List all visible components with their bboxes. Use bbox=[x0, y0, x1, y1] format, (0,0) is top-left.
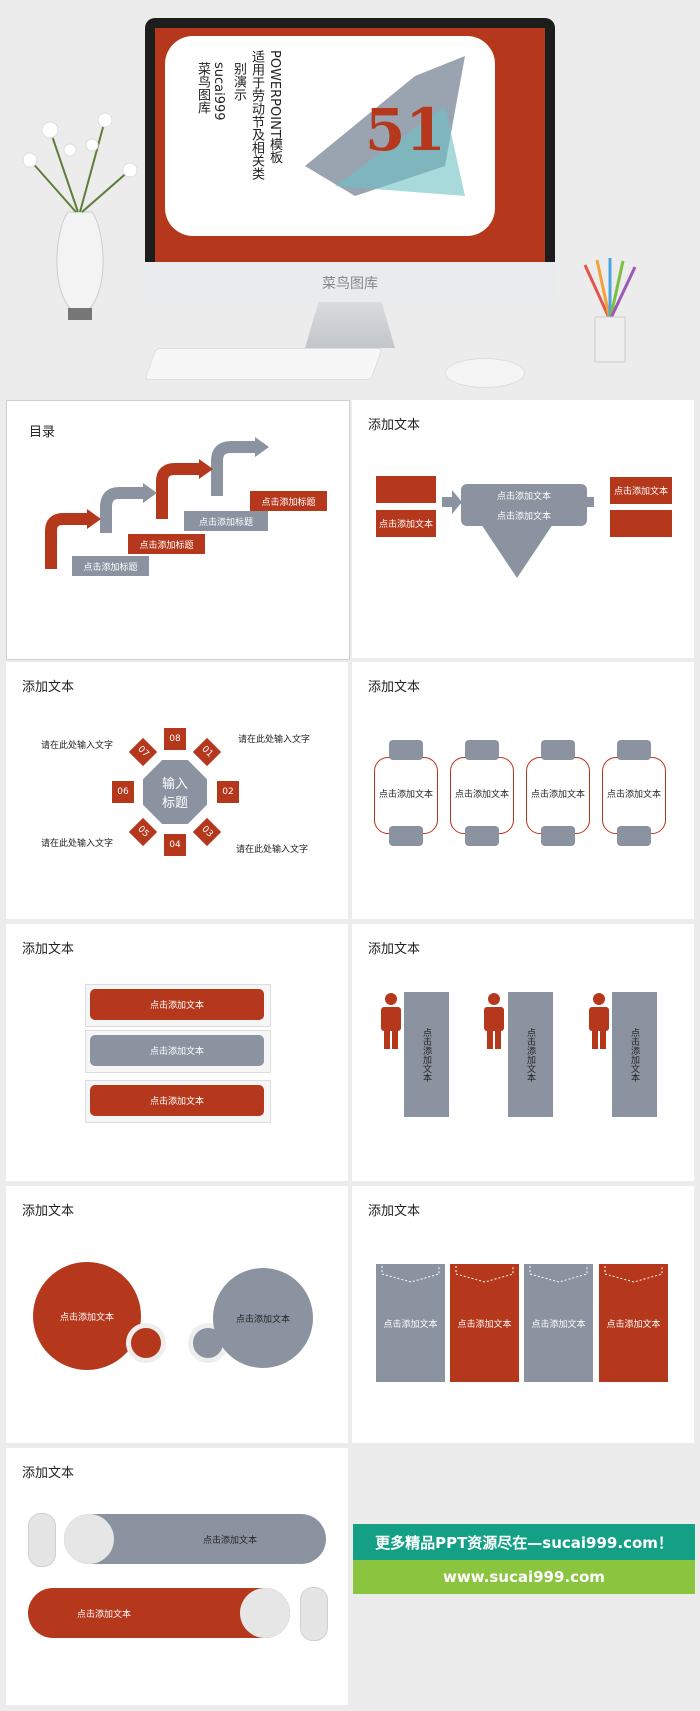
octagon-center bbox=[143, 760, 207, 824]
note-text: 请在此处输入文字 bbox=[236, 845, 309, 855]
person-icons bbox=[381, 993, 609, 1049]
slide-toc: 目录 点击添加标题 点击添加标题 点击添加标题 点击添加标题 bbox=[6, 400, 350, 660]
pencil-cup-image bbox=[575, 255, 645, 375]
monitor-brand: 菜鸟图库 bbox=[322, 276, 378, 292]
vase-image bbox=[10, 90, 150, 360]
toc-item[interactable]: 点击添加标题 bbox=[128, 534, 205, 554]
octagon-number: 08 bbox=[164, 728, 186, 750]
card-label[interactable]: 点击添加文本 bbox=[606, 790, 661, 800]
poster-card: POWERPOINT模板 适用于劳动节及相关类 别演示 sucai999 菜鸟图… bbox=[165, 36, 495, 236]
pocket-stitches bbox=[381, 1266, 663, 1283]
slide-3: 添加文本 请在此处输入文字 请在此处输入文字 请在此处输入文字 请在此处输入文字… bbox=[6, 662, 348, 919]
card-label[interactable]: 点击添加文本 bbox=[530, 790, 585, 800]
octagon-title[interactable]: 输入 标题 bbox=[161, 777, 188, 811]
monitor-screen: POWERPOINT模板 适用于劳动节及相关类 别演示 sucai999 菜鸟图… bbox=[155, 28, 545, 264]
poster-title: POWERPOINT模板 bbox=[267, 50, 282, 164]
column-item[interactable]: 点击添加文本 bbox=[404, 992, 449, 1117]
poster-subtitle: 适用于劳动节及相关类 bbox=[249, 50, 264, 180]
pill-knob bbox=[64, 1514, 114, 1564]
left-box[interactable]: 点击添加文本 bbox=[376, 510, 436, 537]
slide-6: 添加文本 点击添加文本 点击添加文本 点击添加文本 bbox=[352, 924, 694, 1181]
person-icon bbox=[380, 992, 402, 1050]
card-tab bbox=[541, 740, 575, 760]
mouse bbox=[445, 358, 525, 388]
card-tab bbox=[617, 740, 651, 760]
card-tab bbox=[465, 826, 499, 846]
slide-title: 添加文本 bbox=[368, 942, 421, 957]
column-item[interactable]: 点击添加文本 bbox=[612, 992, 657, 1117]
right-box[interactable] bbox=[610, 510, 672, 537]
slide-7: 添加文本 点击添加文本 点击添加文本 bbox=[6, 1186, 348, 1443]
pill-label: 点击添加文本 bbox=[202, 1535, 257, 1546]
slide-title: 添加文本 bbox=[22, 1466, 75, 1481]
note-text: 请在此处输入文字 bbox=[41, 741, 114, 751]
bar-item[interactable]: 点击添加文本 bbox=[90, 1035, 264, 1066]
monitor-chin: 菜鸟图库 bbox=[145, 262, 555, 302]
pocket-item[interactable]: 点击添加文本 bbox=[524, 1264, 593, 1382]
center-label[interactable]: 点击添加文本 bbox=[496, 491, 551, 502]
slide-title: 添加文本 bbox=[368, 418, 421, 433]
slide-title: 添加文本 bbox=[368, 1204, 421, 1219]
card-tab bbox=[617, 826, 651, 846]
slide-8: 添加文本 点击添加文本 点击添加文本 点击添加文本 点击添加文本 bbox=[352, 1186, 694, 1443]
poster-line3: 别演示 bbox=[231, 62, 246, 101]
circle-item[interactable]: 点击添加文本 bbox=[33, 1262, 141, 1370]
right-box[interactable]: 点击添加文本 bbox=[610, 477, 672, 504]
pill-label: 点击添加文本 bbox=[76, 1609, 131, 1620]
card-tab bbox=[541, 826, 575, 846]
pill-end bbox=[28, 1513, 56, 1567]
toc-arrows bbox=[45, 437, 269, 569]
pill-knob bbox=[240, 1588, 290, 1638]
toc-item[interactable]: 点击添加标题 bbox=[250, 491, 327, 511]
monitor-frame: POWERPOINT模板 适用于劳动节及相关类 别演示 sucai999 菜鸟图… bbox=[145, 18, 555, 274]
keyboard bbox=[144, 348, 383, 380]
small-ring bbox=[126, 1323, 166, 1363]
note-text: 请在此处输入文字 bbox=[41, 839, 114, 849]
toc-item[interactable]: 点击添加标题 bbox=[72, 556, 149, 576]
circle-item[interactable]: 点击添加文本 bbox=[213, 1268, 313, 1368]
card-tab bbox=[389, 740, 423, 760]
slide-title: 添加文本 bbox=[368, 680, 421, 695]
promo-url[interactable]: www.sucai999.com bbox=[353, 1560, 695, 1594]
card-tab bbox=[389, 826, 423, 846]
slide-title: 添加文本 bbox=[22, 1204, 75, 1219]
card-label[interactable]: 点击添加文本 bbox=[378, 790, 433, 800]
slide-4: 添加文本 点击添加文本 点击添加文本 点击添加文本 点击添加文本 bbox=[352, 662, 694, 919]
poster-graphic: 51 bbox=[295, 46, 485, 216]
bar-item[interactable]: 点击添加文本 bbox=[90, 989, 264, 1020]
note-text: 请在此处输入文字 bbox=[238, 735, 311, 745]
bar-item[interactable]: 点击添加文本 bbox=[90, 1085, 264, 1116]
left-box[interactable] bbox=[376, 476, 436, 503]
card-tab bbox=[465, 740, 499, 760]
pocket-item[interactable]: 点击添加文本 bbox=[376, 1264, 445, 1382]
center-box bbox=[461, 484, 587, 526]
card-label[interactable]: 点击添加文本 bbox=[454, 790, 509, 800]
slide-title: 添加文本 bbox=[22, 942, 75, 957]
pocket-item[interactable]: 点击添加文本 bbox=[599, 1264, 668, 1382]
monitor-stand bbox=[305, 302, 395, 348]
column-label: 点击添加文本 bbox=[629, 1027, 639, 1082]
pill-end bbox=[300, 1587, 328, 1641]
slide-2: 添加文本 点击添加文本 点击添加文本 点击添加文本 点击添加文本 bbox=[352, 400, 694, 658]
slide-5: 添加文本 点击添加文本 点击添加文本 点击添加文本 bbox=[6, 924, 348, 1181]
poster-number: 51 bbox=[365, 96, 446, 164]
poster-line4: sucai999 bbox=[211, 62, 226, 121]
promo-banner[interactable]: 更多精品PPT资源尽在—sucai999.com！ bbox=[353, 1524, 695, 1560]
column-label: 点击添加文本 bbox=[525, 1027, 535, 1082]
slide-title: 目录 bbox=[29, 425, 56, 440]
octagon-number: 02 bbox=[217, 781, 239, 803]
poster-line5: 菜鸟图库 bbox=[195, 62, 210, 114]
slide-9: 添加文本 点击添加文本 点击添加文本 bbox=[6, 1448, 348, 1705]
toc-item[interactable]: 点击添加标题 bbox=[184, 511, 268, 531]
pocket-item[interactable]: 点击添加文本 bbox=[450, 1264, 519, 1382]
center-label[interactable]: 点击添加文本 bbox=[496, 511, 551, 522]
slide-title: 添加文本 bbox=[22, 680, 75, 695]
column-label: 点击添加文本 bbox=[421, 1027, 431, 1082]
octagon-number: 04 bbox=[164, 834, 186, 856]
column-item[interactable]: 点击添加文本 bbox=[508, 992, 553, 1117]
octagon-number: 06 bbox=[112, 781, 134, 803]
